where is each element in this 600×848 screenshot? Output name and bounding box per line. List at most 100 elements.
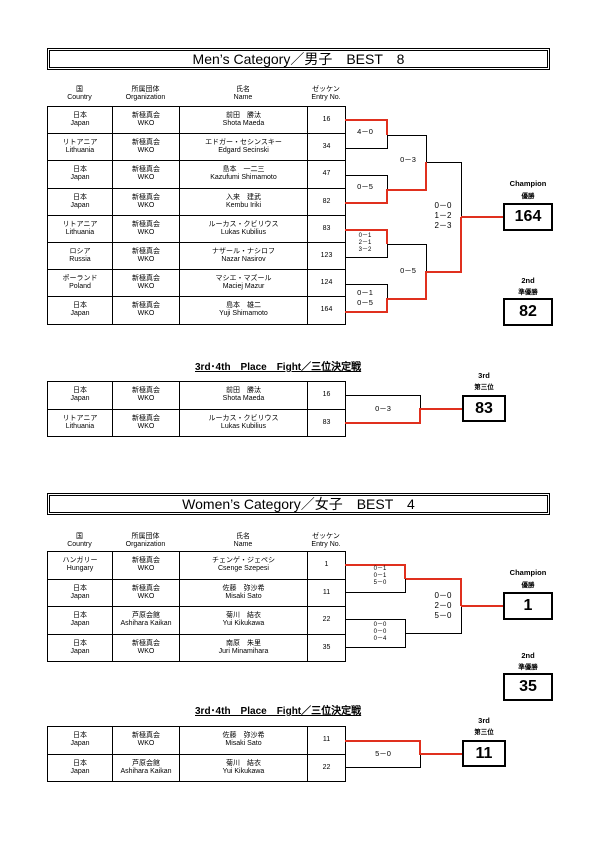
score-set: 0－0 1－2 2－3 — [428, 201, 458, 231]
entry-number-cell: 83 — [307, 214, 346, 243]
entry-number-cell: 16 — [307, 105, 346, 135]
bracket-line — [345, 257, 387, 258]
country-cell-en: Lithuania — [65, 147, 95, 155]
entry-number-cell: 164 — [307, 296, 346, 325]
country-cell-en: Lithuania — [65, 422, 95, 430]
organization-cell-en: WKO — [137, 147, 155, 155]
score: 0－0 — [373, 629, 387, 635]
bracket-line — [419, 740, 421, 755]
name-cell-jp: 佐藤 弥沙希 — [222, 584, 265, 592]
name-cell-en: Yui Kikukawa — [222, 767, 265, 775]
name-cell-en: Yuji Shimamoto — [219, 310, 268, 318]
country-cell-jp: 日本 — [73, 302, 87, 310]
organization-cell-jp: 新極真会 — [132, 302, 160, 310]
organization-cell-jp: 芦原会館 — [132, 612, 160, 620]
header-entry-jp: ゼッケン — [312, 533, 340, 540]
score: 1－2 — [434, 211, 452, 220]
entry-number-cell: 22 — [307, 606, 346, 635]
organization-cell-jp: 芦原会館 — [132, 759, 160, 767]
country-cell-jp: リトアニア — [62, 414, 98, 422]
header-org-jp: 所属団体 — [131, 533, 160, 540]
country-cell-jp: 日本 — [73, 612, 87, 620]
country-cell-jp: 日本 — [73, 112, 87, 120]
organization-cell-jp: 新極真会 — [132, 193, 160, 201]
country-cell-en: Lithuania — [65, 228, 95, 236]
bracket-line — [387, 244, 388, 258]
second-box: 35 — [503, 673, 553, 701]
bracket-line — [345, 592, 405, 593]
organization-cell-en: Ashihara Kaikan — [120, 620, 172, 628]
bracket-line — [345, 395, 420, 396]
champion-box: 164 — [503, 203, 553, 231]
score-set: 0－1 0－1 5－0 — [365, 566, 395, 587]
bracket-line — [420, 408, 464, 410]
country-cell-en: Japan — [70, 120, 90, 128]
men-category-title: Men’s Category／男子 BEST 8 — [47, 48, 550, 70]
name-cell-en: Kazufumi Shimamoto — [210, 174, 277, 182]
entry-number-cell: 11 — [307, 578, 346, 607]
organization-cell-jp: 新極真会 — [132, 639, 160, 647]
bracket-line — [388, 135, 426, 136]
name-cell-en: Edgard Secinski — [218, 147, 269, 155]
country-cell-en: Hungary — [66, 565, 94, 573]
organization-cell-en: WKO — [137, 201, 155, 209]
country-cell-en: Japan — [70, 592, 90, 600]
country-cell-en: Japan — [70, 620, 90, 628]
organization-cell-en: WKO — [137, 256, 155, 264]
organization-cell-jp: 新極真会 — [132, 732, 160, 740]
bracket-line — [386, 298, 388, 313]
name-cell-en: Nazar Nasirov — [221, 256, 266, 264]
entry-number-cell: 123 — [307, 241, 346, 271]
bracket-line — [345, 119, 387, 121]
header-entry-en: Entry No. — [311, 541, 341, 548]
bracket-line — [426, 244, 427, 271]
champion-jp-label: 優勝 — [521, 193, 535, 200]
score: 0－4 — [373, 636, 387, 642]
bracket-line — [345, 311, 387, 313]
country-cell-en: Japan — [70, 740, 90, 748]
bracket-line — [388, 298, 426, 300]
score: 0－1 — [358, 233, 372, 239]
organization-cell-jp: 新極真会 — [132, 139, 160, 147]
organization-cell-en: WKO — [137, 283, 155, 291]
bracket-line — [460, 217, 462, 273]
organization-cell-en: WKO — [137, 647, 155, 655]
bracket-line — [345, 284, 387, 285]
score: 0－5 — [357, 182, 373, 191]
bracket-line — [386, 189, 388, 204]
bracket-line — [461, 162, 462, 217]
organization-cell-en: Ashihara Kaikan — [120, 767, 172, 775]
bracket-line — [345, 564, 405, 566]
organization-cell-en: WKO — [137, 120, 155, 128]
name-cell-jp: エドガー・セシンスキー — [205, 139, 282, 147]
name-cell-jp: 入来 建武 — [226, 193, 261, 201]
